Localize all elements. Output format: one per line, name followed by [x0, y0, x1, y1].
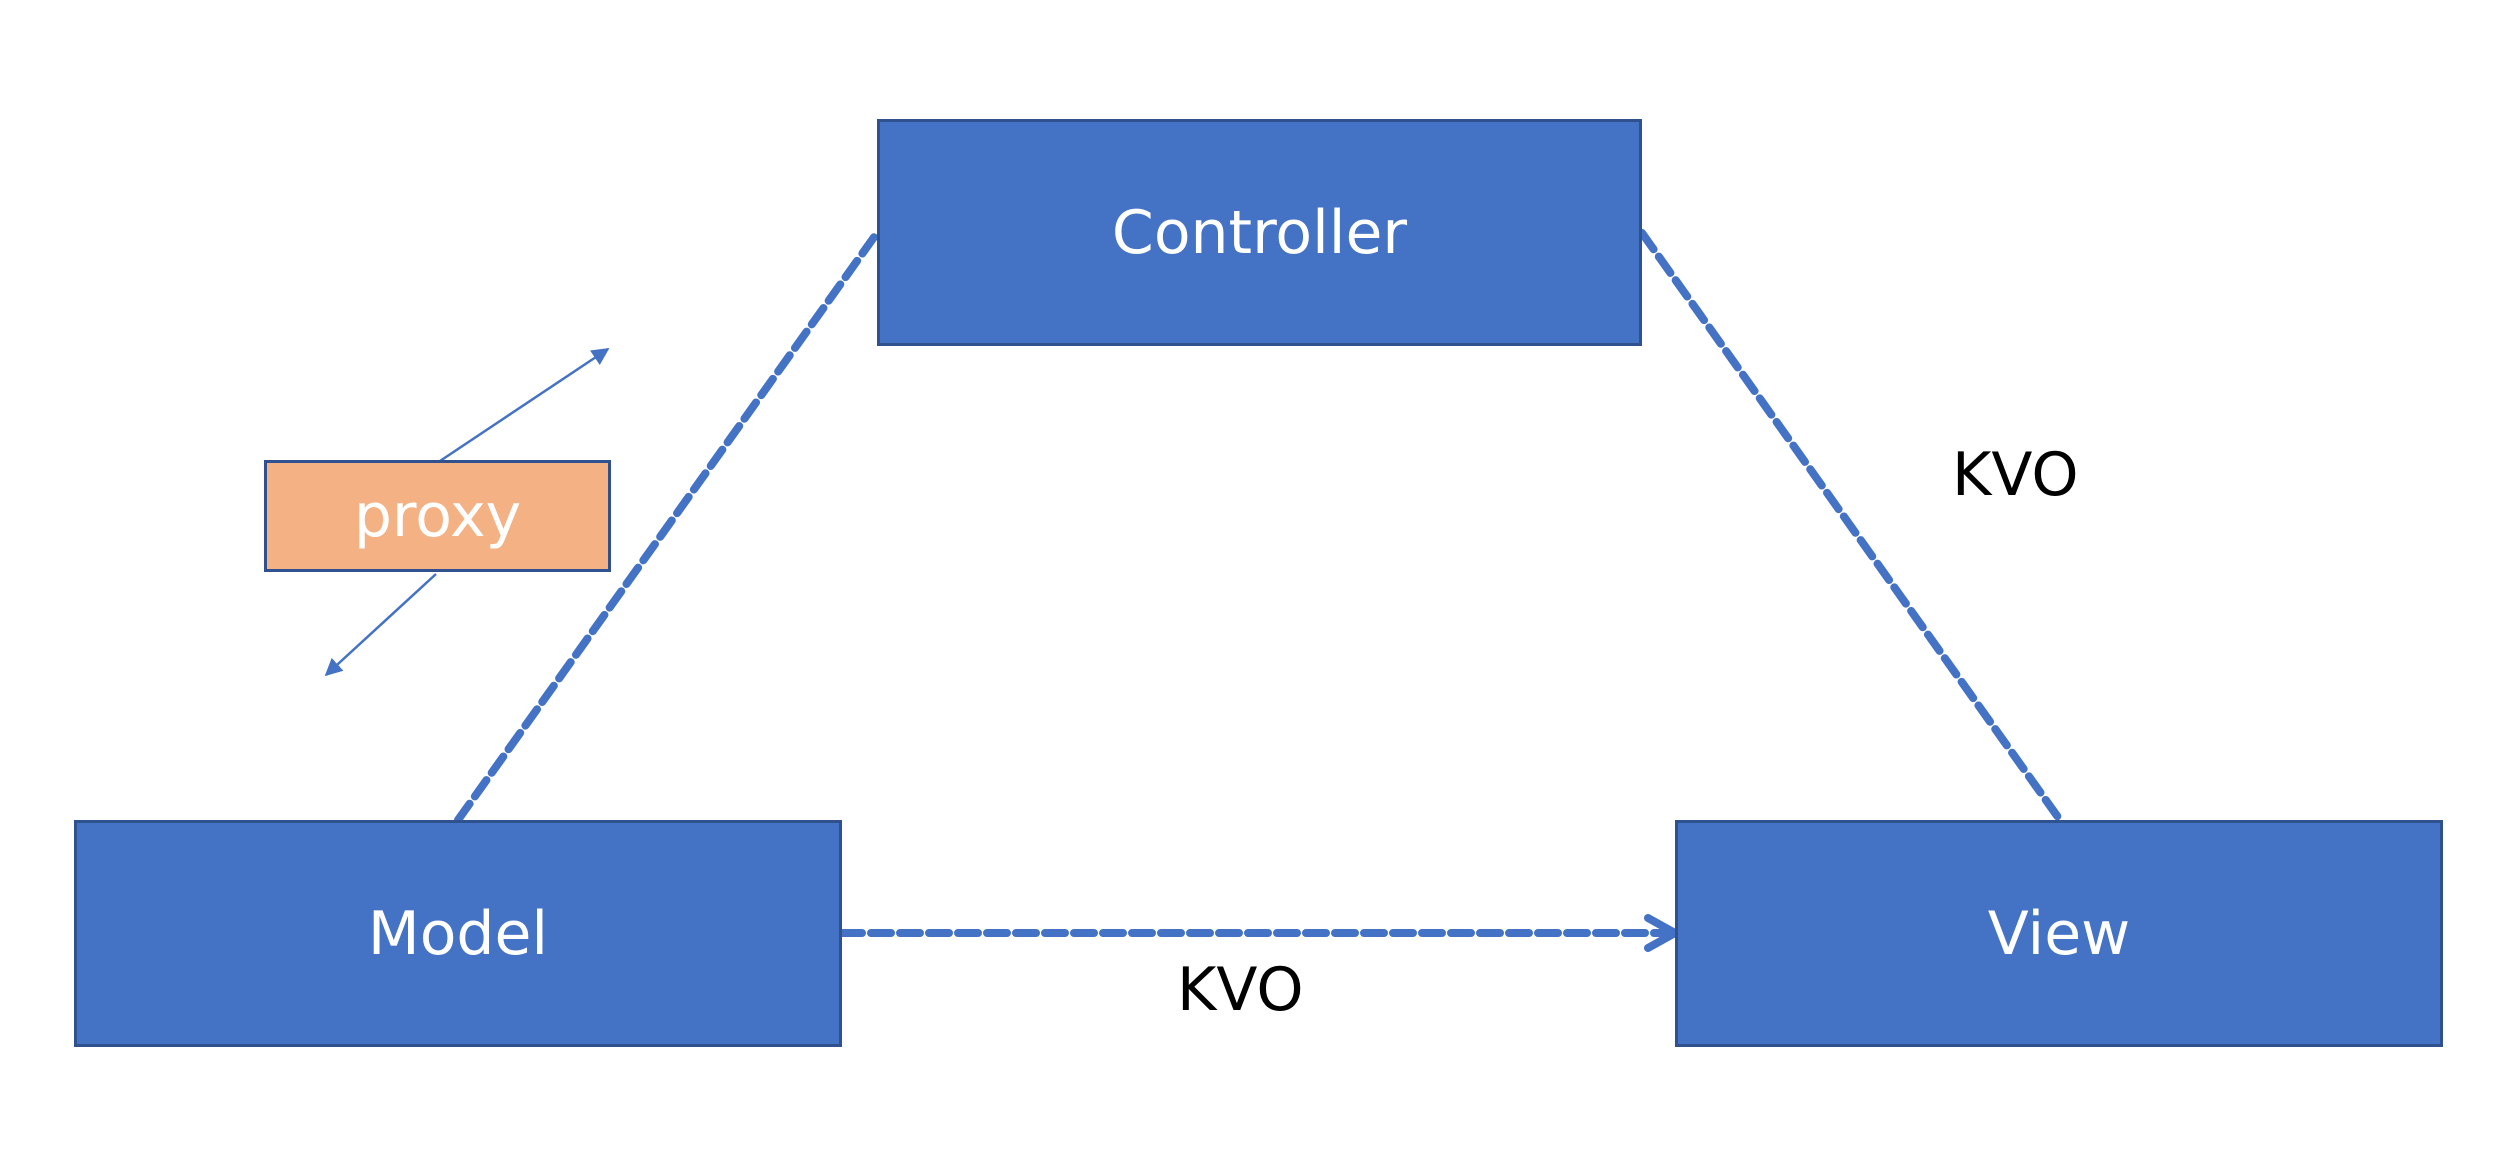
view-label: View	[1987, 898, 2131, 969]
model-view-kvo-label: KVO	[1177, 955, 1304, 1025]
controller-label: Controller	[1111, 197, 1408, 268]
model-label: Model	[367, 898, 549, 969]
controller-node: Controller	[877, 119, 1642, 346]
controller-view-kvo-label: KVO	[1952, 440, 2079, 510]
proxy-down-arrow	[324, 573, 437, 677]
model-node: Model	[74, 820, 842, 1047]
controller-view-dashed-line	[1638, 229, 2064, 824]
proxy-up-arrow	[439, 347, 610, 463]
proxy-label: proxy	[353, 481, 522, 551]
view-node: View	[1675, 820, 2443, 1047]
model-controller-dashed-line	[454, 229, 881, 824]
proxy-node: proxy	[264, 460, 611, 572]
